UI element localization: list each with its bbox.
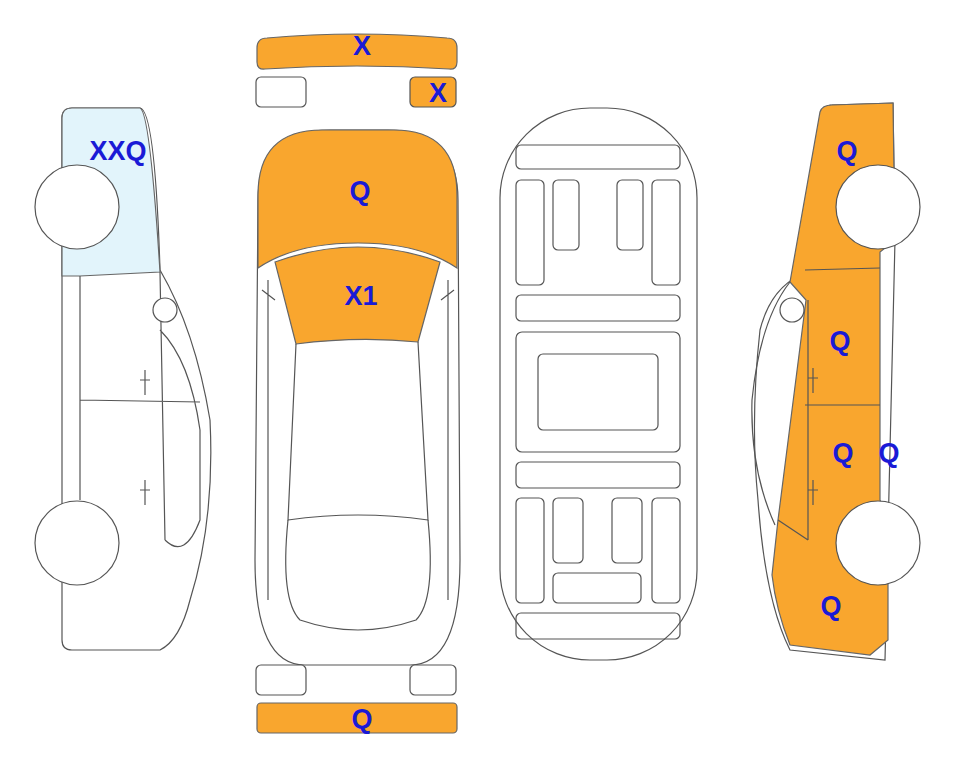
lamp (410, 77, 456, 107)
damage-code: Q (832, 440, 853, 467)
rear-window (286, 520, 431, 630)
lamp (410, 665, 456, 695)
lamp (256, 77, 306, 107)
lamp (256, 665, 306, 695)
car-left-side (35, 108, 211, 650)
damage-code: X1 (344, 283, 377, 310)
damage-code: X (353, 33, 371, 60)
damage-code: Q (351, 706, 372, 733)
damage-code: Q (820, 593, 841, 620)
damage-code: X (429, 80, 447, 107)
windshield (275, 247, 440, 344)
body-lines (262, 280, 454, 600)
car-right-side (752, 103, 920, 660)
damage-code: Q (878, 440, 899, 467)
rear-bumper (257, 703, 457, 733)
damage-code: Q (829, 328, 850, 355)
damage-code: XXQ (89, 138, 146, 165)
damage-code: Q (349, 178, 370, 205)
car-underside (500, 108, 697, 660)
damage-code: Q (836, 138, 857, 165)
car-body-top (255, 130, 460, 665)
roof (288, 342, 428, 520)
